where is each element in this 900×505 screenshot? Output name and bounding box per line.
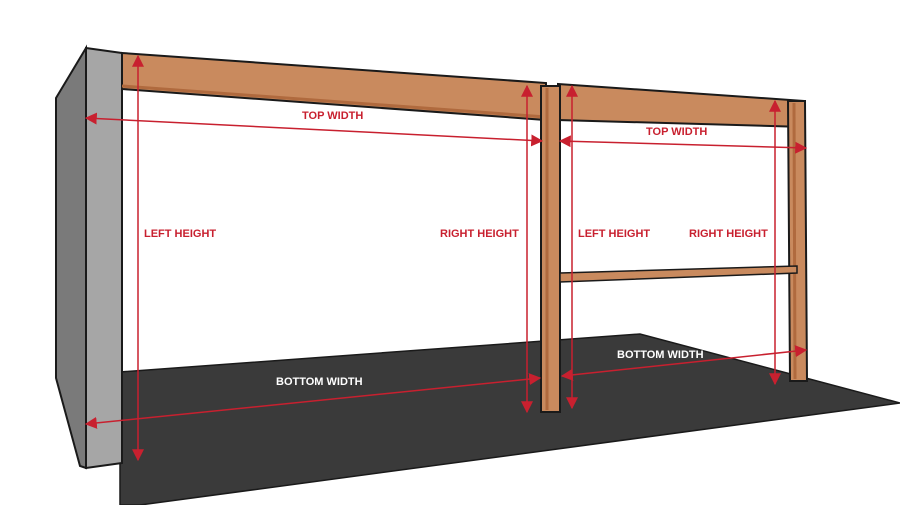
bottom-width-right-line (560, 345, 808, 381)
right-height-right-label: RIGHT HEIGHT (689, 228, 768, 240)
top-width-right-line (558, 135, 808, 154)
right-height-left-label: RIGHT HEIGHT (440, 228, 519, 240)
measurement-lines (84, 54, 808, 462)
header-beam-right (557, 82, 806, 129)
bottom-width-left-line (84, 373, 542, 429)
floor-slab (119, 333, 900, 505)
horizontal-rail (559, 265, 798, 283)
top-width-right-label: TOP WIDTH (646, 126, 707, 138)
top-width-left-line (84, 112, 544, 147)
wall-front-face (85, 46, 123, 470)
top-width-left-label: TOP WIDTH (302, 110, 363, 122)
header-beam-shadow (121, 84, 547, 119)
right-post-edge (792, 102, 797, 380)
bottom-width-left-label: BOTTOM WIDTH (276, 376, 363, 388)
left-height-right-label: LEFT HEIGHT (578, 228, 650, 240)
right-post-front (786, 100, 809, 382)
bottom-width-right-label: BOTTOM WIDTH (617, 349, 704, 361)
wall-side-face (55, 44, 87, 470)
left-height-left-label: LEFT HEIGHT (144, 228, 216, 240)
middle-post-front (540, 85, 561, 413)
